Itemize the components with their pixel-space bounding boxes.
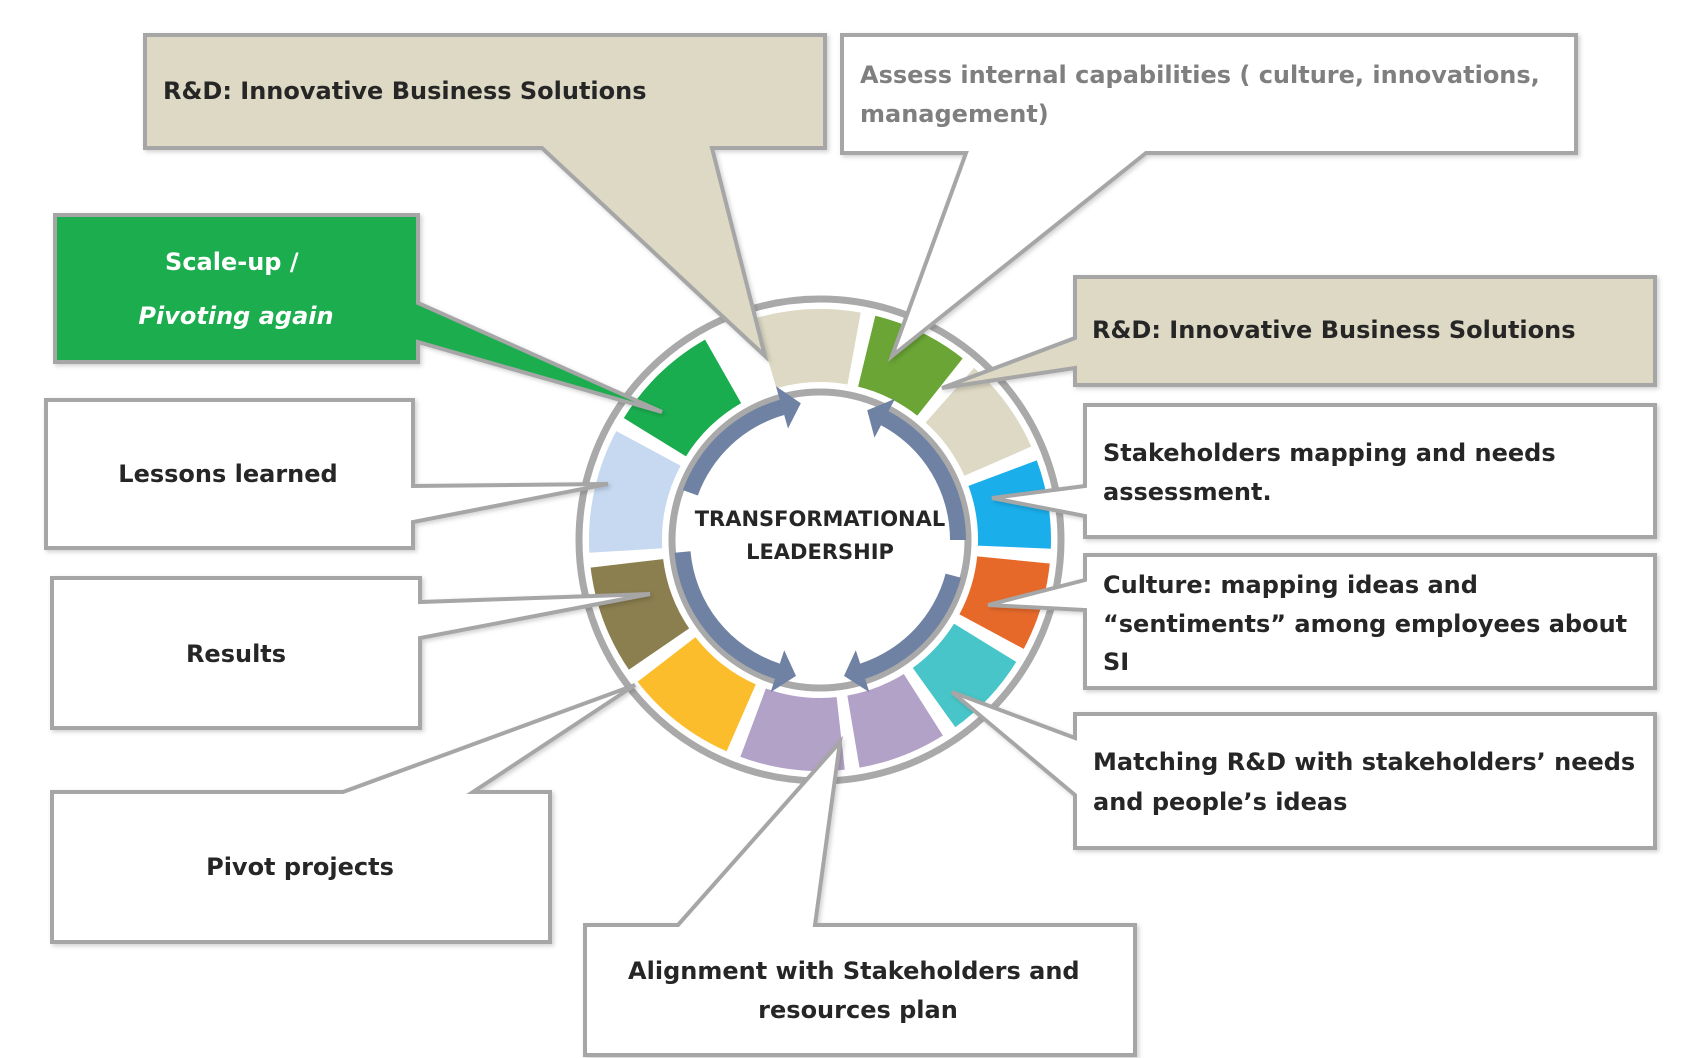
callout-rd-top-label: R&D: Innovative Business Solutions xyxy=(163,77,647,105)
center-label: TRANSFORMATIONAL LEADERSHIP xyxy=(695,507,946,564)
callout-matching: Matching R&D with stakeholders’ needs an… xyxy=(950,690,1657,850)
cycle-arrows xyxy=(674,386,966,693)
callout-rd-right-shape xyxy=(941,275,1657,390)
callout-rd-right-label: R&D: Innovative Business Solutions xyxy=(1092,316,1576,344)
callout-matching-label: Matching R&D with stakeholders’ needs an… xyxy=(1093,748,1644,816)
callout-assess-shape xyxy=(840,33,1578,363)
callout-lessons-label: Lessons learned xyxy=(118,460,337,488)
callout-pivot-label: Pivot projects xyxy=(206,853,394,881)
callout-culture-label: Culture: mapping ideas and “sentiments” … xyxy=(1103,571,1636,676)
callout-stakeholders-shape xyxy=(991,403,1657,539)
callout-alignment-label: Alignment with Stakeholders and resource… xyxy=(628,957,1088,1024)
ring-segment-rd-right xyxy=(922,365,1034,479)
callout-assess-line1: Assess internal capabilities ( culture, … xyxy=(860,61,1540,89)
callout-rd-right: R&D: Innovative Business Solutions xyxy=(941,275,1657,390)
callout-culture-line2: “sentiments” among employees about xyxy=(1103,610,1627,638)
callout-pivot-line1: Pivot projects xyxy=(206,853,394,881)
callout-matching-line1: Matching R&D with stakeholders’ needs xyxy=(1093,748,1635,776)
callout-scaleup-line2: Pivoting again xyxy=(138,302,333,330)
callout-scaleup-line1: Scale-up / xyxy=(165,248,299,276)
callout-alignment-shape xyxy=(583,735,1137,1057)
callout-assess-line2: management) xyxy=(860,100,1049,128)
callout-matching-shape xyxy=(950,690,1657,850)
callout-scaleup: Scale-up / Pivoting again xyxy=(53,213,663,414)
callout-results-shape xyxy=(50,576,651,730)
callout-assess: Assess internal capabilities ( culture, … xyxy=(840,33,1578,363)
callout-stakeholders-line1: Stakeholders mapping and needs xyxy=(1103,439,1556,467)
callout-rd-top: R&D: Innovative Business Solutions xyxy=(143,33,827,363)
callout-matching-line2: and people’s ideas xyxy=(1093,788,1347,816)
callout-results: Results xyxy=(50,576,651,730)
ring-segment-rd-top xyxy=(753,307,864,391)
ring-segment-pivot xyxy=(634,634,759,754)
callout-rd-top-line1: R&D: Innovative Business Solutions xyxy=(163,77,647,105)
cycle-ring xyxy=(575,295,1065,785)
arrow-top-left xyxy=(682,386,801,496)
callout-culture-shape xyxy=(987,553,1657,690)
callout-lessons-shape xyxy=(44,398,609,550)
callout-alignment-line1: Alignment with Stakeholders and xyxy=(628,957,1080,985)
callout-results-line1: Results xyxy=(186,640,286,668)
ring-inner-border xyxy=(668,388,972,692)
callout-culture-line1: Culture: mapping ideas and xyxy=(1103,571,1478,599)
callout-culture-line3: SI xyxy=(1103,648,1129,676)
ring-segment-lessons xyxy=(587,428,684,555)
ring-segment-stakeholders xyxy=(965,457,1053,551)
callout-alignment-line2: resources plan xyxy=(758,996,958,1024)
callout-culture: Culture: mapping ideas and “sentiments” … xyxy=(987,553,1657,690)
ring-segment-results xyxy=(588,556,692,673)
ring-segment-matching xyxy=(910,620,1019,730)
callout-lessons-line1: Lessons learned xyxy=(118,460,337,488)
callout-rd-right-line1: R&D: Innovative Business Solutions xyxy=(1092,316,1576,344)
callout-scaleup-label: Scale-up / Pivoting again xyxy=(138,248,333,330)
callout-stakeholders: Stakeholders mapping and needs assessmen… xyxy=(991,403,1657,539)
callout-scaleup-shape xyxy=(53,213,663,414)
callout-assess-label: Assess internal capabilities ( culture, … xyxy=(860,61,1548,128)
callout-stakeholders-line2: assessment. xyxy=(1103,478,1272,506)
callout-rd-top-shape xyxy=(143,33,827,363)
arrow-bottom-left xyxy=(674,551,796,693)
center-label-line2: LEADERSHIP xyxy=(746,540,894,564)
callout-pivot-shape xyxy=(50,683,637,944)
callout-results-label: Results xyxy=(186,640,286,668)
center-label-line1: TRANSFORMATIONAL xyxy=(695,507,946,531)
ring-segment-scaleup xyxy=(621,336,744,460)
callout-pivot: Pivot projects xyxy=(50,683,637,944)
arrow-top-right xyxy=(867,398,966,540)
callout-lessons: Lessons learned xyxy=(44,398,609,550)
callout-alignment: Alignment with Stakeholders and resource… xyxy=(583,735,1137,1057)
ring-segment-alignment-right xyxy=(845,671,946,770)
arrow-bottom-right xyxy=(844,573,961,693)
callout-stakeholders-label: Stakeholders mapping and needs assessmen… xyxy=(1103,439,1564,506)
